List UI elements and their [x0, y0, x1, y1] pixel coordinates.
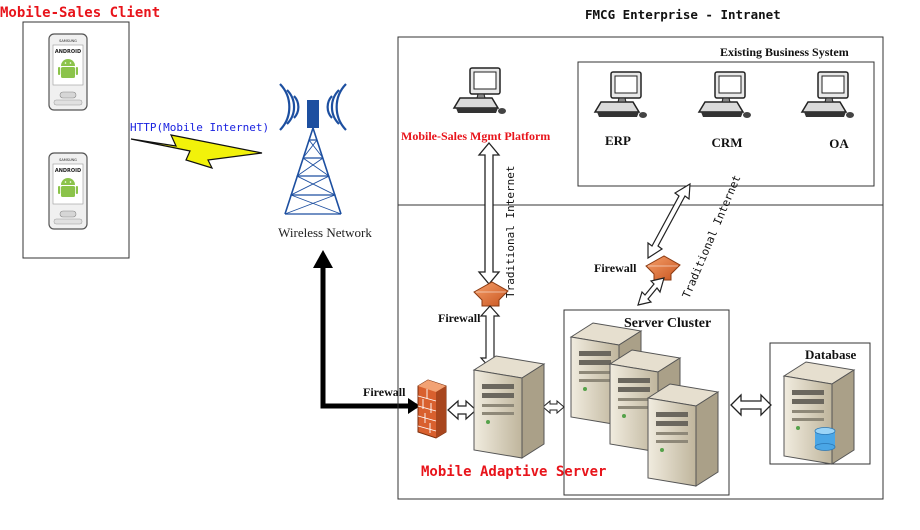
phone-brand: SAMSUNG [59, 158, 77, 162]
traditional-internet-label-1: Traditional Internet [504, 166, 517, 298]
phone-1: SAMSUNG ANDROID [48, 33, 88, 111]
firewall-center-icon [473, 281, 509, 307]
cluster-server-icon-3 [647, 383, 719, 487]
android-icon [58, 59, 78, 78]
server-cluster-label: Server Cluster [624, 316, 711, 331]
intranet-frame [397, 36, 884, 500]
oa-computer-icon [801, 71, 855, 119]
firewall-label-right: Firewall [594, 261, 637, 275]
double-arrow-fw-adaptive [447, 399, 477, 421]
firewall-right-icon [645, 255, 681, 281]
database-cylinder-icon [814, 427, 836, 451]
firewall-brick-icon [417, 379, 447, 439]
wireless-connection [320, 258, 417, 409]
existing-system-frame [577, 61, 875, 187]
app-label-oa: OA [829, 136, 849, 151]
adaptive-server-icon [473, 355, 545, 459]
phone-os-label: ANDROID [55, 49, 81, 55]
double-arrow-mgmt [477, 141, 501, 286]
firewall-label-center: Firewall [438, 311, 481, 325]
firewall-label-left: Firewall [363, 385, 406, 399]
double-arrow-server-cluster [542, 399, 565, 415]
erp-computer-icon [594, 71, 648, 119]
existing-system-title: Existing Business System [720, 45, 849, 59]
double-arrow-cluster-db [730, 394, 772, 416]
double-arrow-erp [647, 182, 691, 260]
database-label: Database [805, 347, 857, 362]
app-label-crm: CRM [711, 135, 742, 150]
server-cluster-frame [563, 309, 730, 496]
android-icon [58, 178, 78, 197]
intranet-title: FMCG Enterprise - Intranet [585, 7, 781, 22]
phone-2: SAMSUNG ANDROID [48, 152, 88, 230]
wireless-label: Wireless Network [278, 225, 372, 240]
app-label-erp: ERP [605, 133, 631, 148]
link-label: HTTP(Mobile Internet) [130, 121, 269, 134]
phone-os-label: ANDROID [55, 168, 81, 174]
mgmt-platform-label: Mobile-Sales Mgmt Platform [401, 129, 550, 143]
crm-computer-icon [698, 71, 752, 119]
lightning-icon [130, 134, 263, 169]
mgmt-platform-computer-icon [453, 67, 507, 115]
phone-brand: SAMSUNG [59, 39, 77, 43]
client-title: Mobile-Sales Client [0, 5, 160, 21]
double-arrow-fw-cluster [637, 277, 665, 306]
adaptive-server-label: Mobile Adaptive Server [421, 464, 606, 480]
cell-tower-icon [279, 83, 347, 215]
